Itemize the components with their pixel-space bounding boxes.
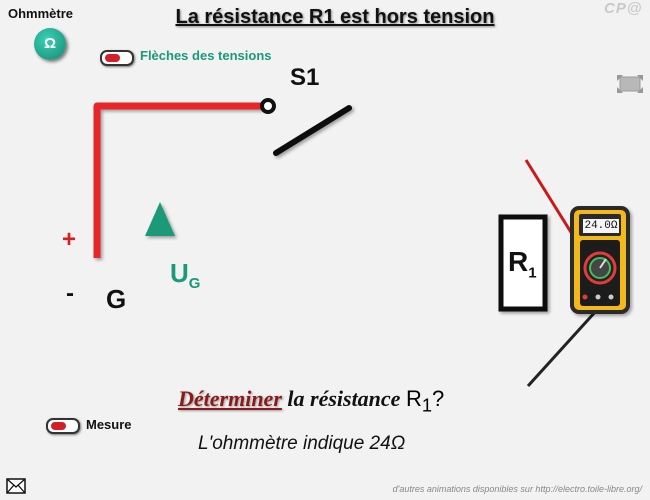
plus-sign: + — [62, 226, 77, 253]
footer-link[interactable]: d'autres animations disponibles sur http… — [392, 484, 642, 494]
voltage-arrows-label: Flèches des tensions — [140, 48, 272, 63]
toggle-knob — [51, 422, 66, 430]
multimeter — [570, 206, 630, 314]
switch-blade — [273, 105, 352, 156]
mode-label: Ohmmètre — [8, 6, 74, 21]
voltage-subscript: G — [188, 275, 201, 293]
question-text: Déterminer la résistance R1? — [178, 386, 444, 416]
minus-sign: - — [66, 280, 74, 307]
question-symbol-letter: R — [405, 386, 422, 411]
voltage-label: UG — [170, 258, 200, 292]
resistor-subscript: 1 — [528, 264, 537, 282]
toggle-knob — [105, 54, 120, 62]
voltage-arrow-head — [145, 202, 175, 236]
ohmmeter-button[interactable]: Ω — [34, 28, 66, 60]
voltage-symbol: U — [170, 258, 189, 288]
resistor-symbol: R — [508, 246, 529, 277]
question-rest: la résistance — [287, 386, 401, 411]
resistor-label: R1 — [508, 246, 537, 282]
fullscreen-icon[interactable] — [616, 74, 644, 94]
voltage-arrows-toggle[interactable] — [100, 50, 134, 66]
measure-toggle[interactable] — [46, 418, 80, 434]
measure-label: Mesure — [86, 417, 132, 432]
resistor-body — [498, 214, 548, 312]
question-symbol-sub: 1 — [421, 394, 433, 416]
question-verb: Déterminer — [178, 386, 282, 411]
question-symbol: R1? — [405, 386, 445, 415]
generator-label: G — [106, 284, 127, 314]
multimeter-display: 24.0Ω — [583, 219, 619, 233]
switch-terminal — [260, 98, 276, 114]
logo: CP@ — [604, 0, 643, 17]
mail-icon[interactable] — [6, 478, 26, 494]
answer-text: L'ohmmètre indique 24Ω — [198, 433, 406, 454]
switch-label: S1 — [290, 64, 320, 91]
page-title: La résistance R1 est hors tension — [175, 6, 495, 28]
positive-wire — [93, 102, 267, 258]
probe-black — [526, 298, 608, 388]
question-mark: ? — [432, 386, 445, 411]
